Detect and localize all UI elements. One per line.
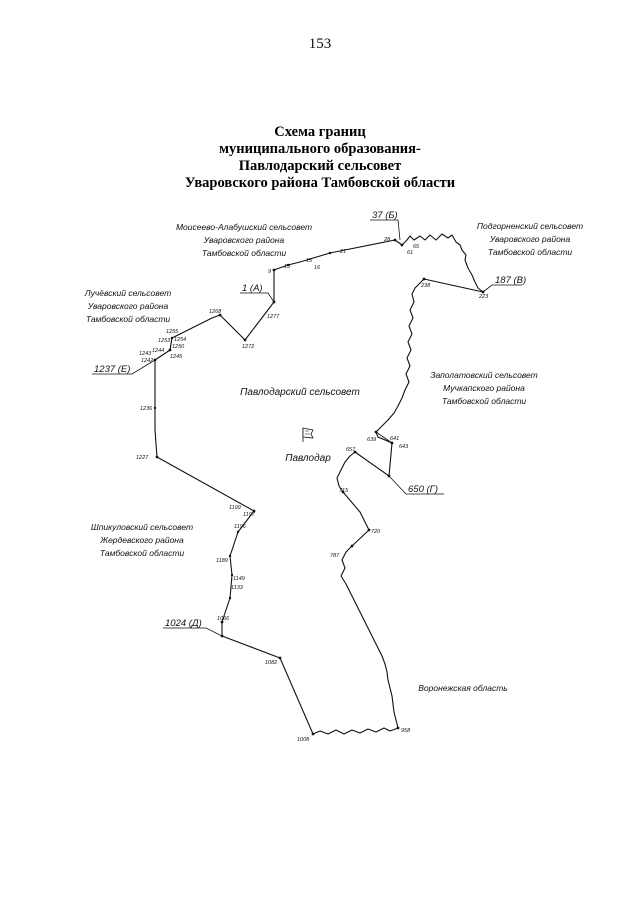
map-title: Схема границ муниципального образования-… (0, 124, 640, 192)
boundary-connector (375, 431, 393, 444)
svg-text:Моисеево-Алабушский сельсовет: Моисеево-Алабушский сельсовет (176, 222, 312, 232)
point-639: 639 (367, 437, 376, 443)
point-1242: 1242 (141, 358, 153, 364)
svg-text:Тамбовской области: Тамбовской области (442, 396, 527, 406)
svg-text:Тамбовской области: Тамбовской области (202, 248, 287, 258)
key-point-e: 1237 (Е) (94, 364, 130, 375)
svg-text:Подгорненский сельсовет: Подгорненский сельсовет (477, 221, 583, 231)
point-21: 21 (339, 249, 346, 255)
point-1268: 1268 (209, 309, 222, 315)
key-point-d: 1024 (Д) (165, 618, 202, 629)
point-223: 223 (478, 294, 489, 300)
title-line-4: Уваровского района Тамбовской области (184, 175, 456, 191)
point-1236: 1236 (140, 406, 153, 412)
region-label-luchevsky: Лучёвский сельсовет Уваровского района Т… (84, 288, 171, 324)
leader-B (370, 219, 401, 241)
point-1244: 1244 (152, 348, 164, 354)
point-1189: 1189 (216, 558, 228, 564)
svg-text:Уваровского района: Уваровского района (489, 234, 571, 244)
title-line-3: Павлодарский сельсовет (238, 158, 402, 174)
svg-text:Лучёвский сельсовет: Лучёвский сельсовет (84, 288, 171, 298)
title-line-1: Схема границ (274, 124, 366, 140)
svg-text:Шпикуловский сельсовет: Шпикуловский сельсовет (91, 522, 193, 532)
point-958: 958 (401, 728, 411, 734)
point-1245: 1245 (170, 354, 183, 360)
point-657: 657 (346, 447, 356, 453)
point-643: 643 (399, 444, 409, 450)
point-1197: 1197 (243, 512, 256, 518)
key-point-v: 187 (В) (495, 275, 526, 286)
flag-icon (302, 427, 314, 442)
point-1255: 1255 (166, 329, 179, 335)
point-1272: 1272 (242, 344, 254, 350)
region-label-zapolatovsky: Заполатовский сельсовет Мучкапского райо… (430, 370, 538, 406)
point-1066: 1066 (217, 616, 230, 622)
key-point-b: 37 (Б) (372, 210, 398, 221)
point-65: 65 (413, 244, 420, 250)
region-label-podgornensky: Подгорненский сельсовет Уваровского райо… (477, 221, 583, 257)
leader-A (240, 292, 275, 303)
point-1227: 1227 (136, 455, 149, 461)
point-28: 28 (383, 237, 391, 243)
svg-text:Тамбовской области: Тамбовской области (488, 247, 573, 257)
leader-G (388, 475, 444, 495)
svg-text:Тамбовской области: Тамбовской области (100, 548, 185, 558)
point-715: 715 (339, 488, 349, 494)
point-238: 238 (420, 283, 431, 289)
boundary-vertices (153, 238, 485, 736)
key-point-leaders (92, 219, 522, 637)
leader-D (163, 627, 223, 637)
key-point-a: 1 (А) (242, 283, 263, 294)
region-label-pavlodarsky: Павлодарский сельсовет (240, 387, 360, 398)
title-line-2: муниципального образования- (219, 141, 421, 157)
point-1008: 1008 (297, 737, 310, 743)
point-9: 9 (268, 269, 271, 275)
point-13: 13 (284, 264, 291, 270)
key-point-g: 650 (Г) (408, 484, 438, 495)
boundary-line (154, 233, 484, 735)
leader-V (482, 284, 522, 293)
region-label-voronezh: Воронежская область (418, 683, 508, 693)
leader-E (92, 359, 156, 375)
point-1199: 1199 (229, 505, 241, 511)
point-641: 641 (390, 436, 399, 442)
point-61: 61 (407, 250, 413, 256)
point-1277: 1277 (267, 314, 280, 320)
settlement-label: Павлодар (285, 453, 331, 464)
svg-text:Уваровского района: Уваровского района (87, 301, 169, 311)
point-1149: 1149 (233, 576, 245, 582)
point-1254: 1254 (174, 337, 186, 343)
svg-text:Тамбовской области: Тамбовской области (86, 314, 171, 324)
region-label-shpikulovsky: Шпикуловский сельсовет Жердевского район… (91, 522, 193, 558)
svg-text:Уваровского района: Уваровского района (203, 235, 285, 245)
point-720: 720 (371, 529, 381, 535)
point-16: 16 (314, 265, 321, 271)
point-787: 787 (330, 553, 340, 559)
svg-text:Мучкапского района: Мучкапского района (443, 383, 525, 393)
point-1250: 1250 (172, 344, 185, 350)
point-1243: 1243 (139, 351, 152, 357)
point-1133: 1133 (231, 585, 244, 591)
svg-text:Заполатовский сельсовет: Заполатовский сельсовет (430, 370, 538, 380)
point-1196: 1196 (234, 524, 247, 530)
point-1253: 1253 (158, 338, 171, 344)
point-15: 15 (306, 258, 313, 264)
point-1082: 1082 (265, 660, 277, 666)
svg-text:Жердевского района: Жердевского района (99, 535, 184, 545)
page-number: 153 (308, 36, 332, 52)
region-label-moiseevo: Моисеево-Алабушский сельсовет Уваровског… (176, 222, 312, 258)
